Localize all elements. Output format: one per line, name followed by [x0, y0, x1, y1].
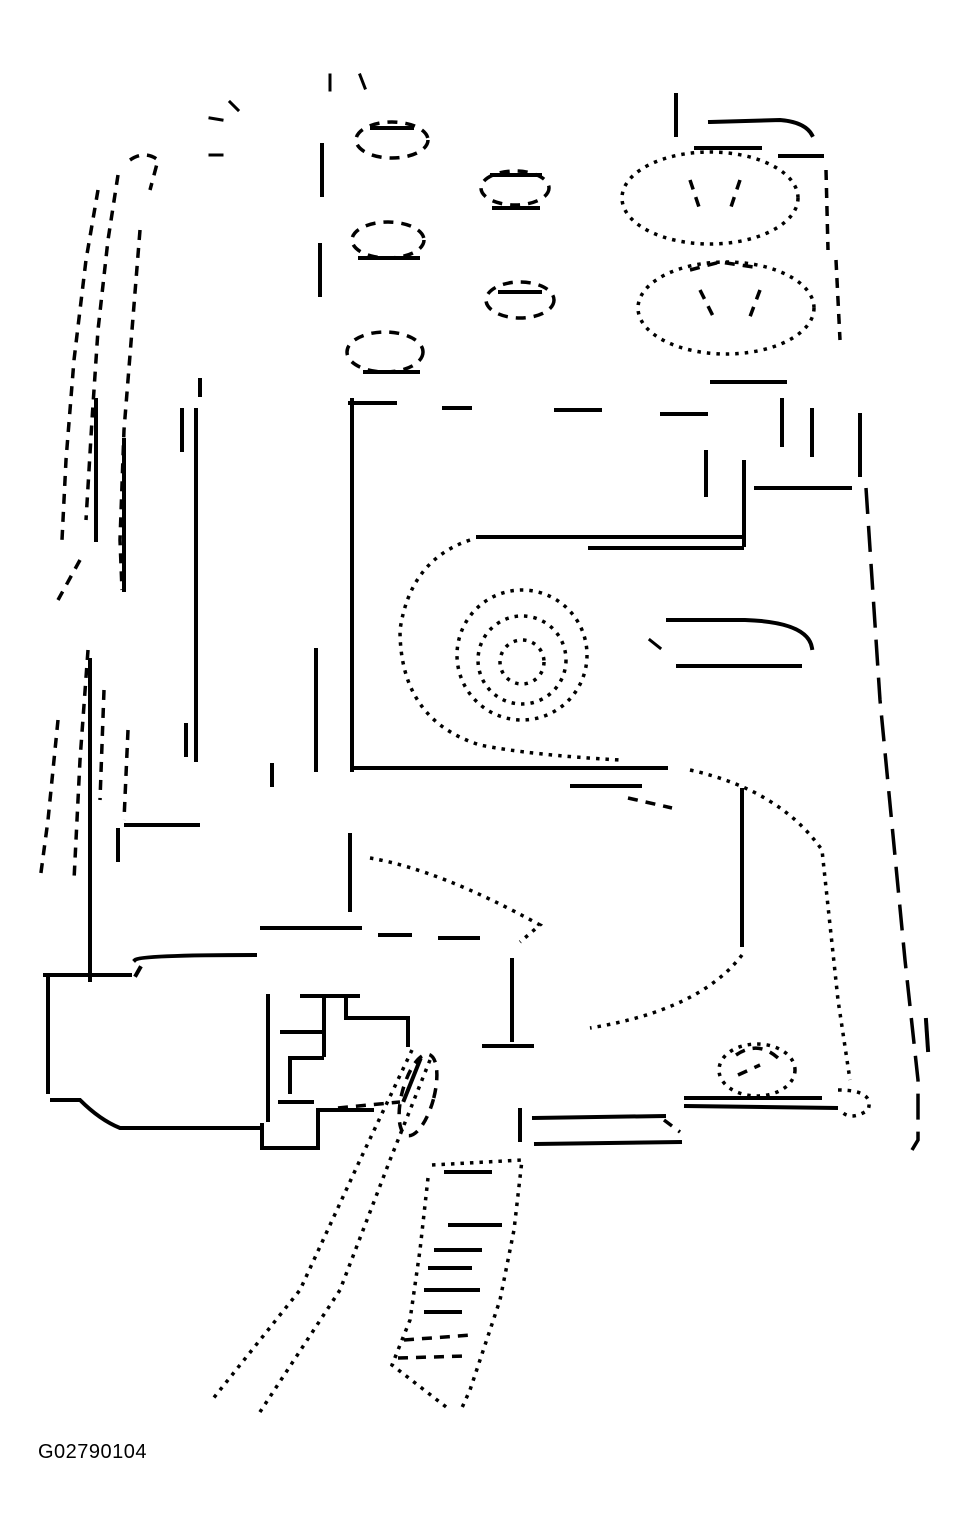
left-hose-bundle	[38, 153, 160, 982]
pump-spiral	[398, 538, 815, 762]
lower-outlet	[518, 1042, 871, 1147]
large-ports	[620, 93, 842, 356]
connector-arm	[260, 833, 544, 1048]
figure-code: G02790104	[38, 1441, 148, 1463]
coiled-hose	[389, 1158, 524, 1413]
upper-ports	[345, 120, 556, 374]
mounting-bracket	[348, 380, 862, 810]
housing-frame	[124, 73, 367, 827]
wire-harness	[210, 1049, 439, 1416]
electrical-connector	[43, 952, 410, 1150]
right-tube	[589, 487, 931, 1151]
